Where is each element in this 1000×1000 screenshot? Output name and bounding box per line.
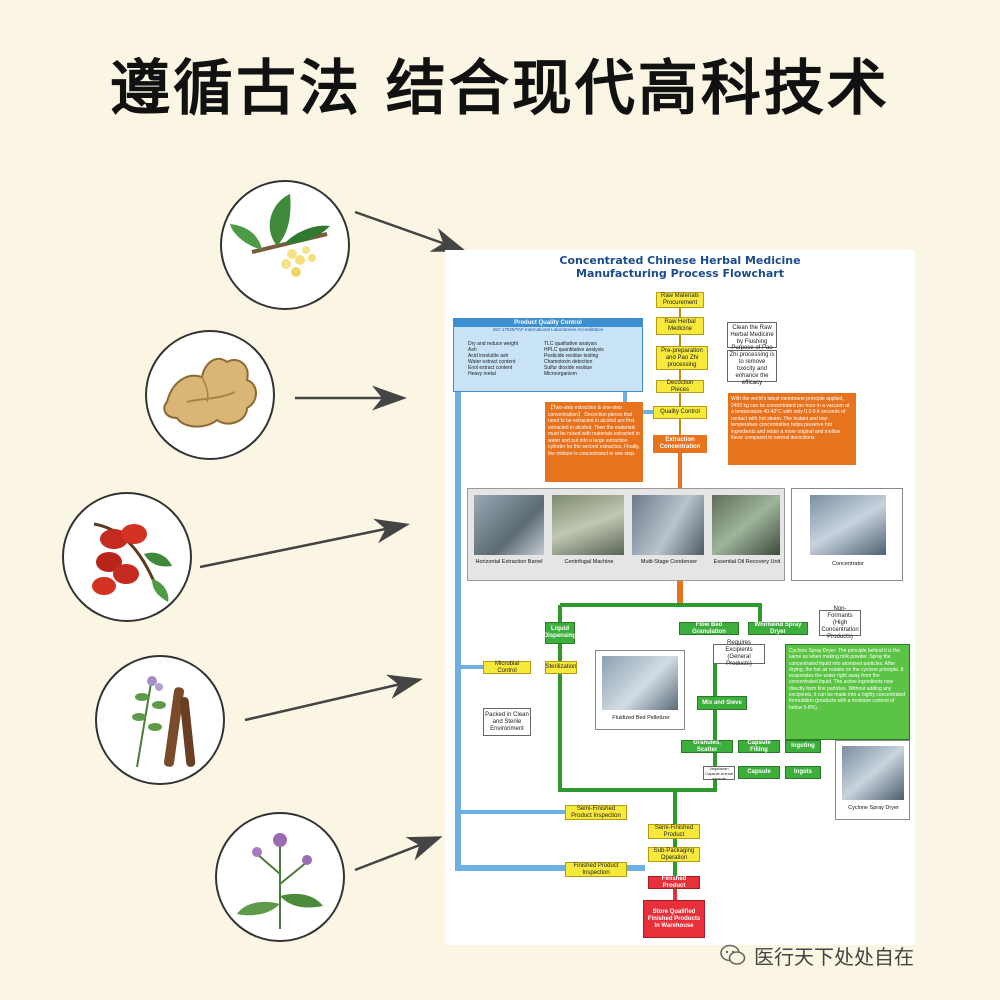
concentrator-photo	[810, 495, 886, 555]
cyclone-photo	[842, 746, 904, 800]
step-store-warehouse: Store Qualified Finished Products In War…	[643, 900, 705, 938]
cyclone-box: Cyclone Spray Dryer	[835, 740, 910, 820]
qc-title: Product Quality Control	[454, 319, 642, 327]
caption-concentrator: Concentrator	[832, 561, 864, 567]
step-sub-packaging: Sub-Packaging Operation	[648, 847, 700, 862]
step-flow-bed: Flow Bed Granulation	[679, 622, 739, 635]
quality-control-panel: Product Quality Control ISO 17025/TAF In…	[453, 318, 643, 392]
red-jujube-icon	[92, 522, 172, 602]
step-microbial-control: Microbial Control	[483, 661, 531, 674]
step-excipients: Requires Excipients (General Products)	[713, 640, 765, 667]
equipment-photo-strip: Horizontal Extraction Barrel Centrifugal…	[467, 488, 785, 581]
flowchart-poster: Concentrated Chinese Herbal Medicine Man…	[445, 250, 915, 945]
herb-circle-licorice	[95, 655, 225, 785]
caption-centrifugal: Centrifugal Machine	[564, 559, 614, 565]
page-heading: 遵循古法 结合现代高科技术	[110, 54, 890, 124]
ginger-root-icon	[163, 357, 257, 428]
arrow-thistle	[354, 836, 443, 872]
essential-oil-photo	[712, 495, 780, 555]
caption-multistage: Multi-Stage Condenser	[640, 559, 698, 565]
thistle-flower-icon	[237, 833, 323, 929]
step-raw-herbal: Raw Herbal Medicine	[656, 317, 704, 335]
footer-watermark: 医行天下处处自在	[720, 940, 980, 970]
qc-right-list: TLC qualitative analysis HPLC quantitati…	[544, 341, 604, 377]
step-mix-sieve: Mix and Sieve	[697, 696, 747, 710]
step-preparation: Pre-preparation and Pao Zhi processing	[656, 346, 708, 370]
step-ingots: Ingots	[785, 766, 821, 779]
herb-circle-ginger	[145, 330, 275, 460]
wechat-icon	[720, 944, 746, 965]
arrow-osmanthus	[354, 210, 467, 252]
step-quality-control: Quality Control	[653, 406, 707, 419]
step-capsule-tiny: Vegetarian Capsule Animal capsule	[703, 766, 735, 781]
step-raw-procurement: Raw Materials Procurement	[656, 292, 704, 308]
step-capsule: Capsule	[738, 766, 780, 779]
pelletizer-box: Fluidized Bed Pelletizer	[595, 650, 685, 730]
step-semi-inspection: Semi-Finished Product Inspection	[565, 805, 627, 820]
licorice-plant-icon	[132, 676, 196, 768]
caption-horizontal: Horizontal Extraction Barrel	[475, 559, 543, 565]
step-liquid-dispensing: Liquid Dispensing	[544, 622, 576, 644]
flowchart-title: Concentrated Chinese Herbal Medicine Man…	[445, 254, 915, 280]
footer-text: 医行天下处处自在	[754, 944, 914, 969]
caption-essential: Essential Oil Recovery Unit	[713, 559, 781, 565]
multistage-photo	[632, 495, 704, 555]
step-non-formants: Non-Formants (High Concentration Product…	[819, 606, 861, 640]
centrifugal-photo	[552, 495, 624, 555]
arrow-jujube	[199, 518, 410, 569]
osmanthus-branch-icon	[230, 194, 330, 277]
step-clean: Clean the Raw Herbal Medicine by Flushin…	[727, 322, 777, 348]
flowchart-title-line2: Manufacturing Process Flowchart	[576, 267, 784, 280]
step-packed-clean: Packed in Clean and Sterile Environment	[483, 708, 531, 736]
flowchart-title-line1: Concentrated Chinese Herbal Medicine	[559, 254, 801, 267]
qc-subtitle: ISO 17025/TAF International Laboratories…	[492, 327, 604, 332]
horizontal-barrel-photo	[474, 495, 544, 555]
herb-circle-jujube	[62, 492, 192, 622]
step-granules: Granules, Scatter	[681, 740, 733, 753]
herb-circle-thistle	[215, 812, 345, 942]
caption-pelletizer: Fluidized Bed Pelletizer	[612, 715, 670, 721]
qc-left-list: Dry and reduce weight Ash Acid insoluble…	[468, 341, 519, 377]
caption-cyclone: Cyclone Spray Dryer	[848, 805, 899, 811]
step-finished-inspection: Finished Product Inspection	[565, 862, 627, 877]
step-ingoting: Ingoting	[785, 740, 821, 753]
arrow-licorice	[244, 674, 423, 722]
step-semi-product: Semi-Finished Product	[648, 824, 700, 839]
step-extraction: Extraction Concentration	[653, 435, 707, 453]
cyclone-spray-note: Cyclone Spray Dryer: The principle behin…	[785, 644, 910, 740]
step-sterilization: Sterilization	[545, 661, 577, 674]
step-whirlwind: Whirlwind Spray Dryer	[748, 622, 808, 635]
step-membrane-note: With the world's latest membrane princip…	[728, 393, 856, 465]
concentrator-box: Concentrator	[791, 488, 903, 581]
step-two-step-note: 【Two-step extraction & one-step concentr…	[545, 402, 643, 482]
pelletizer-photo	[602, 656, 678, 710]
step-decoction: Decoction Pieces	[656, 380, 704, 393]
step-finished-product: Finished Product	[648, 876, 700, 889]
step-pao-zhi: Purpose of Pao Zhi processing is to remo…	[727, 345, 777, 386]
herb-circle-osmanthus	[220, 180, 350, 310]
step-capsule-filling: Capsule Filling	[738, 740, 780, 753]
